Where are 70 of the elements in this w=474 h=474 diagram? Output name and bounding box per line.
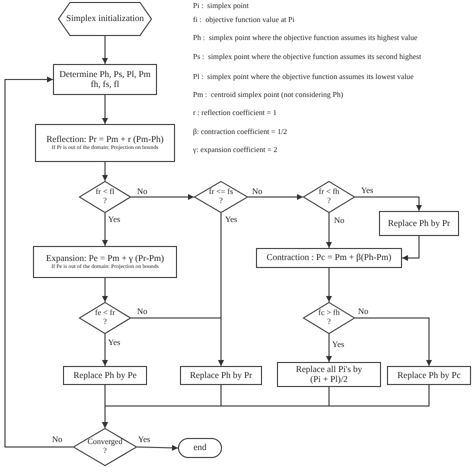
decision-diamond (79, 302, 131, 334)
node-text: fr <= fs (208, 188, 234, 197)
process-box (63, 366, 147, 385)
edge-label: No (137, 306, 148, 316)
node-text: Determine Ph, Ps, Pl, Pm fh, fs, fl (58, 70, 152, 90)
edge-label: Yes (108, 337, 120, 347)
node-text: fr < fh (318, 188, 340, 197)
arrow (102, 94, 108, 124)
node-text: Converged (88, 438, 122, 447)
arrow (354, 318, 432, 366)
decision-diamond (79, 181, 131, 213)
arrow (102, 334, 108, 366)
question-mark: ? (327, 197, 331, 206)
edge-label: Yes (138, 434, 150, 444)
edge-label: Yes (225, 214, 238, 224)
decision-diamond (194, 181, 248, 213)
arrow (130, 194, 194, 200)
node-text: Replace Ph by Pr (190, 370, 252, 380)
arrow (102, 278, 108, 302)
node-text: Replace Ph by Pr (388, 218, 450, 228)
question-mark: ? (103, 318, 107, 327)
node-text: Replace Ph by Pe (73, 370, 137, 380)
arrow (102, 36, 108, 64)
arrow (402, 236, 420, 261)
node-text: Reflection: Pr = Pm + r (Pm-Ph) (46, 134, 164, 145)
process-box (379, 211, 459, 236)
start-hexagon (58, 2, 152, 36)
node-text: Contraction : Pc = Pm + β(Ph-Pm) (266, 253, 392, 263)
node-text: Simplex initialization (66, 14, 144, 24)
node-text: Expansion: Pe = Pm + γ (Pr-Pm) (46, 254, 164, 264)
edge-label: No (52, 434, 62, 444)
node-text: end (194, 443, 206, 453)
arrow (136, 444, 178, 451)
question-mark: ? (103, 197, 107, 206)
edge-label: Yes (332, 339, 344, 349)
node-text: fc > fh (318, 309, 340, 318)
process-box (256, 248, 402, 268)
decision-diamond (303, 302, 355, 334)
arrow (326, 212, 332, 248)
process-box (387, 366, 471, 385)
edge-label: No (334, 215, 344, 225)
edge-label: Yes (361, 185, 374, 195)
arrow (102, 162, 108, 182)
question-mark: ? (327, 318, 331, 327)
question-mark: ? (103, 447, 107, 456)
arrow (102, 212, 108, 246)
node-text: Replace Ph by Pc (397, 370, 461, 380)
arrow (326, 268, 332, 302)
terminal-box (178, 438, 222, 458)
question-mark: ? (219, 197, 223, 206)
edge-label: Yes (108, 214, 120, 224)
node-text: fe < fr (94, 309, 116, 318)
arrow (130, 318, 224, 366)
edge-label: No (252, 186, 262, 196)
arrow (102, 384, 430, 428)
decision-diamond (73, 428, 137, 466)
decision-diamond (303, 181, 355, 213)
arrow (248, 194, 304, 200)
process-box (53, 64, 157, 95)
arrow (326, 334, 332, 362)
process-box (277, 362, 381, 387)
process-box (35, 124, 175, 162)
node-text: fr < fl (96, 188, 114, 197)
arrow (4, 76, 74, 448)
edge-label: No (358, 306, 368, 316)
edge-label: No (137, 186, 148, 196)
process-box (33, 246, 177, 278)
arrow (354, 196, 422, 212)
process-box (180, 366, 262, 385)
node-text: Replace all Pi's by (Pi + Pl)/2 (294, 364, 364, 384)
